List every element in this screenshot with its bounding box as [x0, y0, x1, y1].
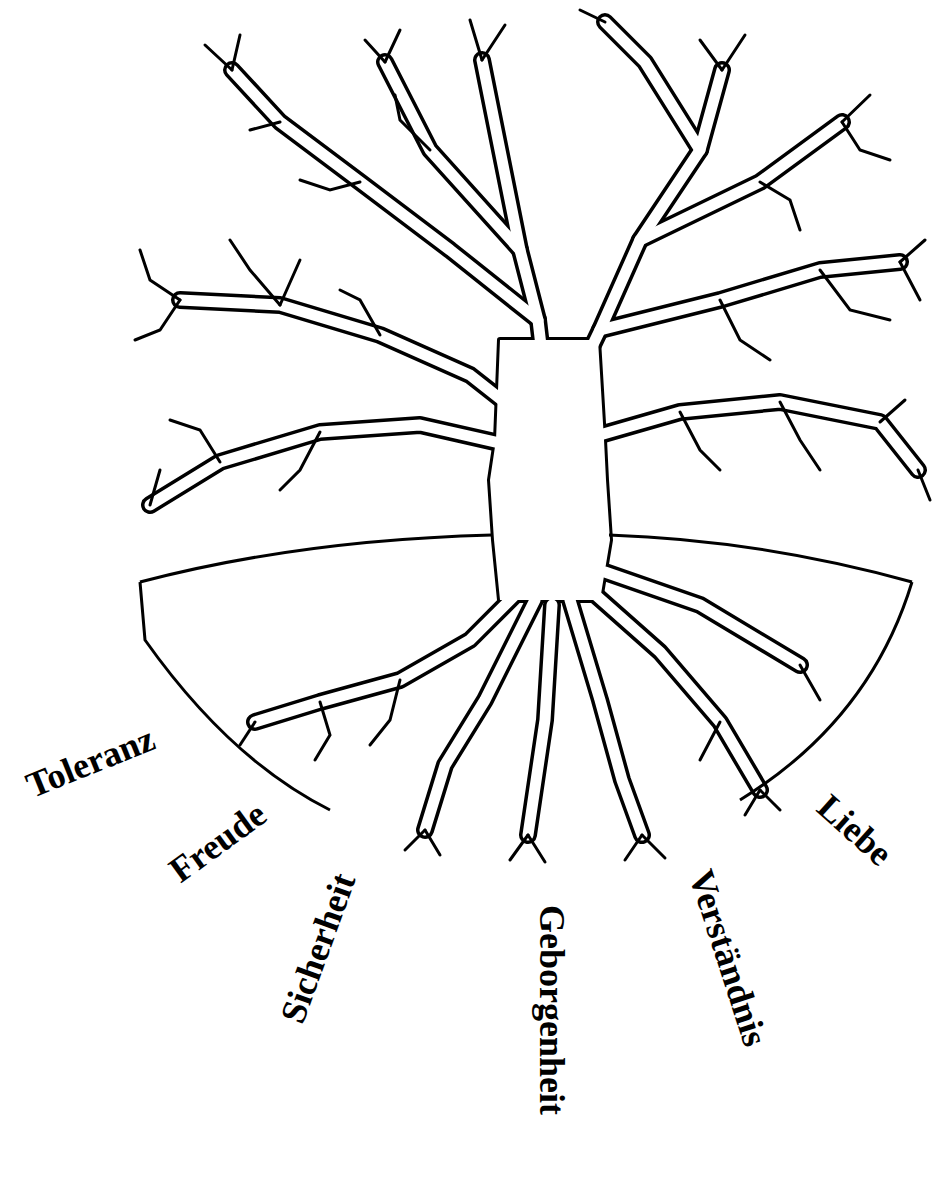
root-label: Verständnis [683, 866, 774, 1051]
root-label: Sicherheit [274, 869, 361, 1028]
root-label: Geborgenheit [534, 905, 570, 1115]
root-label: Freude [163, 795, 273, 888]
root-label: Toleranz [21, 720, 159, 804]
root-label: Liebe [811, 788, 899, 872]
